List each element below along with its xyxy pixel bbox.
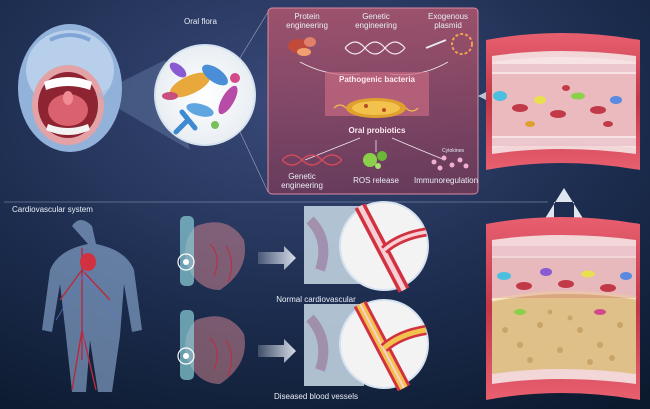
heart-diseased xyxy=(177,310,245,384)
dna-icon xyxy=(344,41,406,55)
bottom-vessel xyxy=(486,217,640,400)
label-diseased-blood-vessels: Diseased blood vessels xyxy=(273,392,359,401)
label-exogenous-plasmid: Exogenous plasmid xyxy=(422,12,474,30)
protein-icon xyxy=(288,37,316,56)
bottom-vessel-cells xyxy=(497,268,632,315)
arrow-normal xyxy=(258,246,296,270)
label-genetic-engineering-top: Genetic engineering xyxy=(350,12,402,30)
label-immunoregulation: Immunoregulation xyxy=(414,176,479,185)
label-ros-release: ROS release xyxy=(353,176,399,185)
label-oral-flora: Oral flora xyxy=(184,17,217,26)
label-pathogenic-bacteria: Pathogenic bacteria xyxy=(338,75,416,84)
genetic-engineering-icon xyxy=(281,154,343,166)
cytokine-icon xyxy=(431,155,469,171)
label-genetic-engineering-top-line1: Genetic xyxy=(362,12,390,21)
label-genetic-engineering-bottom: Genetic engineering xyxy=(278,172,326,190)
ros-icon xyxy=(363,151,387,169)
label-exogenous-plasmid-line2: plasmid xyxy=(434,21,462,30)
arrow-genetic xyxy=(304,137,361,161)
zoom-line-top xyxy=(239,11,269,59)
normal-artery-zoom xyxy=(304,201,429,293)
label-cytokines: Cytokines xyxy=(442,148,464,154)
head-illustration xyxy=(18,24,122,152)
diseased-artery-zoom xyxy=(304,299,429,392)
top-vessel-cells xyxy=(493,85,622,127)
heart-normal xyxy=(177,216,245,290)
body-illustration xyxy=(42,220,142,392)
label-genetic-engineering-bottom-line2: engineering xyxy=(281,181,323,190)
arrow-diseased xyxy=(258,339,296,363)
label-genetic-engineering-top-line2: engineering xyxy=(355,21,397,30)
pathogenic-bacteria-icon xyxy=(333,98,419,118)
label-genetic-engineering-bottom-line1: Genetic xyxy=(288,172,316,181)
arrow-immuno xyxy=(391,137,446,161)
label-protein-engineering-line1: Protein xyxy=(294,12,320,21)
plaque-texture xyxy=(502,309,623,365)
plasmid-icon xyxy=(425,33,473,55)
top-vessel xyxy=(486,33,640,170)
label-oral-probiotics: Oral probiotics xyxy=(348,126,406,135)
label-cardiovascular-system: Cardiovascular system xyxy=(12,205,93,214)
zoom-line-bottom xyxy=(239,131,269,193)
label-protein-engineering: Protein engineering xyxy=(283,12,331,30)
upward-arrow xyxy=(544,188,584,220)
label-protein-engineering-line2: engineering xyxy=(286,21,328,30)
label-exogenous-plasmid-line1: Exogenous xyxy=(427,12,469,21)
label-normal-cardiovascular: Normal cardiovascular xyxy=(276,295,356,304)
oral-flora-circle xyxy=(154,44,256,146)
